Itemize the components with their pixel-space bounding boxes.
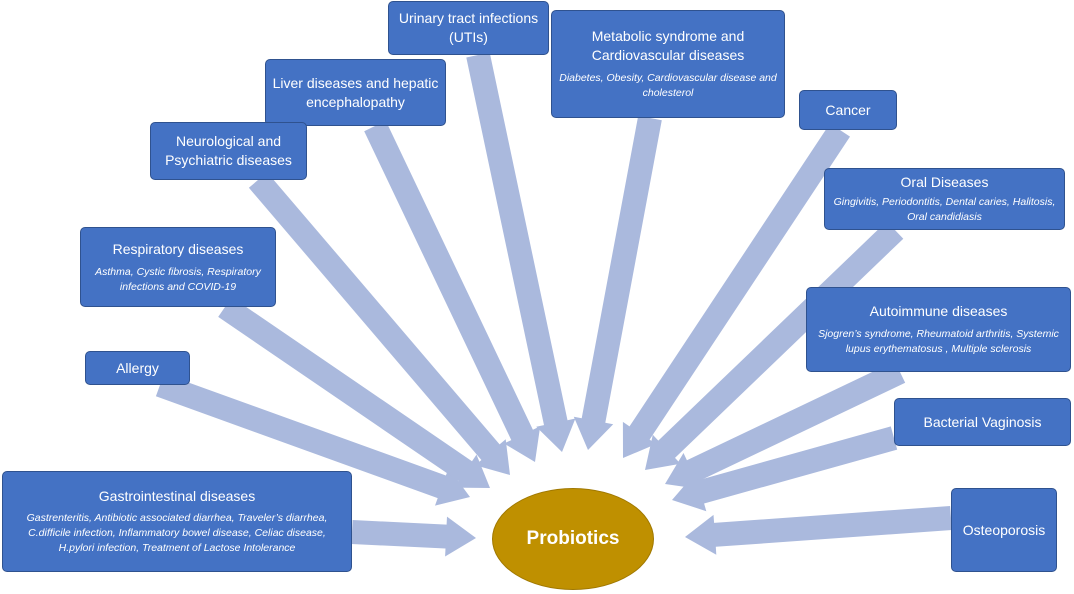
box-respiratory: Respiratory diseases Asthma, Cystic fibr… (80, 227, 276, 307)
box-uti: Urinary tract infections (UTIs) (388, 1, 549, 55)
box-neuro: Neurological and Psychiatric diseases (150, 122, 307, 180)
arrow-oral (645, 221, 904, 470)
box-metabolic-sub: Diabetes, Obesity, Cardiovascular diseas… (559, 72, 777, 99)
box-gi-title: Gastrointestinal diseases (98, 488, 256, 504)
box-respiratory-sub: Asthma, Cystic fibrosis, Respiratory inf… (95, 265, 261, 293)
arrow-osteo (685, 506, 952, 555)
arrow-gi (351, 516, 476, 557)
box-autoimmune-sub: Sjogren’s syndrome, Rheumatoid arthritis… (818, 328, 1059, 355)
box-uti-title: Urinary tract infections (UTIs) (398, 10, 539, 45)
arrow-liver (364, 120, 541, 463)
probiotics-label: Probiotics (526, 528, 620, 549)
box-allergy-title: Allergy (116, 359, 159, 376)
box-respiratory-title: Respiratory diseases (112, 240, 244, 257)
box-autoimmune: Autoimmune diseases Sjogren’s syndrome, … (806, 287, 1071, 372)
arrow-cancer (622, 123, 850, 459)
box-liver: Liver diseases and hepatic encephalopath… (265, 59, 446, 126)
box-autoimmune-title: Autoimmune diseases (869, 303, 1008, 319)
box-metabolic: Metabolic syndrome and Cardiovascular di… (551, 10, 785, 118)
box-oral-sub: Gingivitis, Periodontitis, Dental caries… (833, 196, 1056, 223)
box-metabolic-title: Metabolic syndrome and Cardiovascular di… (591, 28, 745, 63)
arrow-respiratory (218, 297, 490, 488)
box-liver-title: Liver diseases and hepatic encephalopath… (272, 74, 439, 110)
box-vaginosis: Bacterial Vaginosis (894, 398, 1071, 446)
arrow-uti (466, 52, 576, 452)
arrow-vaginosis (672, 426, 898, 512)
box-gi-sub: Gastrenteritis, Antibiotic associated di… (26, 512, 328, 554)
box-vaginosis-title: Bacterial Vaginosis (923, 413, 1042, 430)
box-osteo: Osteoporosis (951, 488, 1057, 572)
arrow-allergy (155, 373, 470, 506)
box-osteo-title: Osteoporosis (962, 521, 1046, 538)
box-cancer-title: Cancer (825, 101, 871, 118)
probiotics-center: Probiotics (492, 488, 654, 590)
box-neuro-title: Neurological and Psychiatric diseases (165, 133, 292, 168)
box-allergy: Allergy (85, 351, 190, 385)
box-oral-title: Oral Diseases (900, 174, 989, 190)
box-oral: Oral Diseases Gingivitis, Periodontitis,… (824, 168, 1065, 230)
box-gi: Gastrointestinal diseases Gastrenteritis… (2, 471, 352, 572)
arrow-autoimmune (665, 361, 906, 490)
arrow-metabolic (573, 115, 662, 451)
arrow-neuro (248, 172, 510, 475)
box-cancer: Cancer (799, 90, 897, 130)
